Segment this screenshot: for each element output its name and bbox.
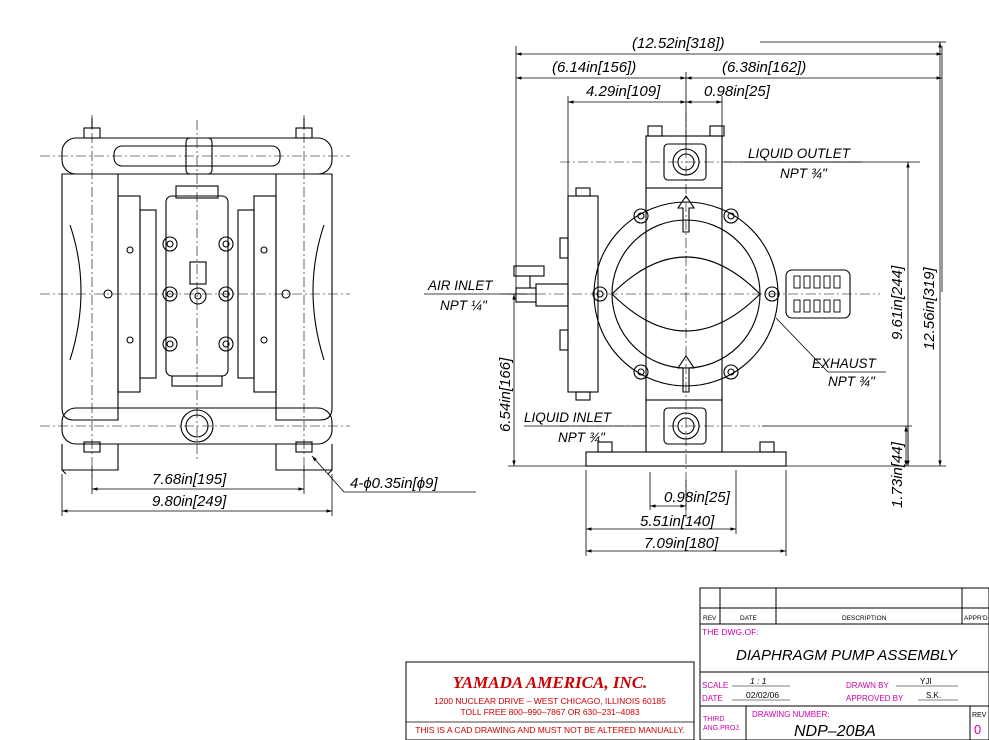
rev-header: REV — [703, 615, 717, 622]
company-address: 1200 NUCLEAR DRIVE – WEST CHICAGO, ILLIN… — [434, 696, 666, 706]
rev-value: 0 — [974, 722, 981, 737]
drawn-by-value: YJI — [920, 677, 932, 686]
drawing-number-label: DRAWING NUMBER: — [752, 710, 829, 719]
dim-bottom-total: 7.09in[180] — [644, 535, 719, 552]
rev-label: REV — [972, 712, 987, 719]
side-view-dimension-lines — [424, 41, 946, 556]
dim-base-width: 9.80in[249] — [152, 493, 227, 510]
title-block — [699, 587, 989, 740]
company-phone: TOLL FREE 800–990–7867 OR 630–231–4083 — [460, 707, 639, 717]
dim-bottom-offset: 0.98in[25] — [664, 489, 731, 506]
callout-exhaust-size: NPT ¾" — [828, 374, 876, 389]
description-header: DESCRIPTION — [842, 615, 887, 622]
dim-base-height: 1.73in[44] — [889, 441, 906, 508]
approved-by-label: APPROVED BY — [846, 694, 904, 703]
date-header: DATE — [740, 615, 758, 622]
callout-liquid-outlet-size: NPT ¾" — [780, 166, 828, 181]
callout-liquid-inlet-size: NPT ¾" — [558, 430, 606, 445]
dim-bolt-holes: 4-ϕ0.35in[ϕ9] — [350, 475, 438, 492]
dim-overall-width: (12.52in[318]) — [632, 35, 725, 52]
callout-liquid-outlet: LIQUID OUTLET — [748, 146, 852, 161]
dim-right-offset: 0.98in[25] — [704, 83, 771, 100]
cad-notice: THIS IS A CAD DRAWING AND MUST NOT BE AL… — [415, 725, 685, 735]
date-value: 02/02/06 — [746, 690, 779, 700]
front-view-dimension-lines — [61, 455, 476, 516]
drawing-number: NDP–20BA — [794, 723, 876, 740]
dim-outlet-height: 9.61in[244] — [889, 265, 906, 340]
company-box: YAMADA AMERICA, INC. 1200 NUCLEAR DRIVE … — [405, 661, 695, 740]
projection-line1: THIRD — [703, 716, 724, 723]
side-view — [500, 112, 880, 520]
callout-exhaust: EXHAUST — [812, 356, 878, 371]
dim-base-bolt-spacing: 7.68in[195] — [152, 471, 227, 488]
approved-by-value: S.K. — [926, 691, 941, 700]
date-label: DATE — [702, 694, 723, 703]
drawn-by-label: DRAWN BY — [846, 681, 889, 690]
callout-air-inlet: AIR INLET — [427, 278, 494, 293]
dim-overall-height: 12.56in[319] — [921, 267, 938, 350]
drawing-title: DIAPHRAGM PUMP ASSEMBLY — [736, 647, 958, 664]
apprd-header: APPR'D — [964, 615, 988, 622]
callout-liquid-inlet: LIQUID INLET — [524, 410, 613, 425]
dim-left-offset: 4.29in[109] — [586, 83, 661, 100]
callout-air-inlet-size: NPT ¼" — [440, 298, 488, 313]
dim-right-half: (6.38in[162]) — [722, 59, 806, 76]
company-name: YAMADA AMERICA, INC. — [453, 673, 648, 692]
front-view — [40, 115, 350, 478]
dim-inlet-height: 6.54in[166] — [497, 357, 514, 432]
dwg-of-label: THE DWG.OF: — [702, 627, 759, 637]
scale-value: 1 : 1 — [750, 676, 767, 686]
dim-bottom-mid: 5.51in[140] — [640, 513, 715, 530]
dim-left-half: (6.14in[156]) — [552, 59, 636, 76]
projection-line2: ANG.PROJ. — [703, 725, 741, 732]
scale-label: SCALE — [702, 681, 728, 690]
